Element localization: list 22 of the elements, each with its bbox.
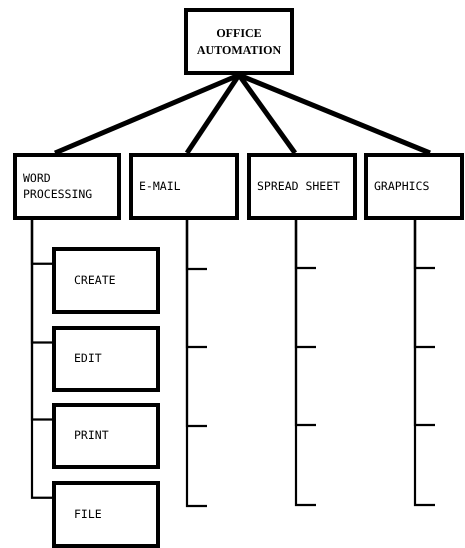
process-box: [13, 153, 121, 220]
process-box: [52, 326, 160, 392]
node-label: PRINT: [74, 428, 109, 444]
node-label: OFFICE AUTOMATION: [196, 25, 282, 58]
branch-line: [186, 220, 207, 508]
branch-line: [414, 220, 435, 506]
node-label: E-MAIL: [139, 178, 181, 194]
process-box: [247, 153, 357, 220]
root-box: [184, 8, 294, 75]
node-label: CREATE: [74, 272, 116, 288]
node-label: EDIT: [74, 351, 102, 367]
process-box: [129, 153, 239, 220]
node-label: FILE: [74, 506, 102, 522]
node-label: WORD PROCESSING: [23, 170, 94, 202]
connector-line: [30, 220, 52, 499]
process-box: [52, 481, 160, 548]
node-label: GRAPHICS: [374, 178, 430, 194]
node-label: SPREAD SHEET: [257, 178, 340, 194]
branch-line: [294, 220, 316, 506]
process-box: [364, 153, 464, 220]
process-box: [52, 403, 160, 469]
process-box: [52, 247, 160, 314]
